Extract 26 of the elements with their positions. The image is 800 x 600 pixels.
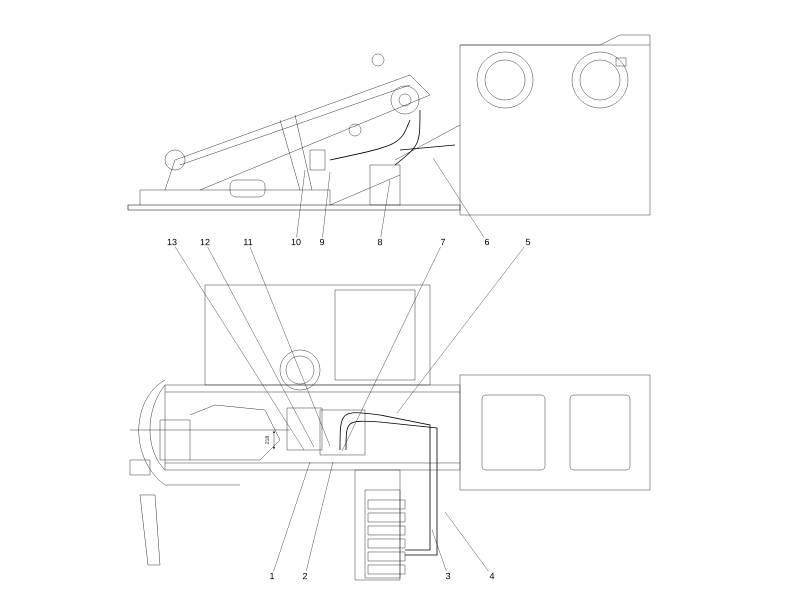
leader-line xyxy=(432,158,484,238)
leader-line xyxy=(306,462,334,572)
callout-number: 7 xyxy=(440,238,446,246)
callout-number: 10 xyxy=(292,238,301,246)
callout-number: 5 xyxy=(526,238,530,246)
callout-number: 12 xyxy=(200,238,210,246)
callout-number: 4 xyxy=(490,572,494,580)
callout-number: 11 xyxy=(244,238,252,246)
leader-line xyxy=(174,246,304,450)
leader-line xyxy=(250,246,330,446)
leader-line xyxy=(296,170,306,238)
leader-line xyxy=(207,246,314,448)
leader-line xyxy=(380,180,390,238)
callout-number: 8 xyxy=(378,238,382,246)
leader-line xyxy=(322,172,330,238)
leader-line xyxy=(396,246,524,414)
leader-line xyxy=(432,530,446,572)
callout-number: 13 xyxy=(168,238,177,246)
callout-number: 1 xyxy=(270,572,274,580)
callout-number: 3 xyxy=(446,572,450,580)
leader-line xyxy=(342,246,441,452)
callout-number: 9 xyxy=(320,238,324,246)
leader-line xyxy=(444,512,489,572)
leader-line xyxy=(273,462,310,572)
callout-number: 2 xyxy=(302,572,308,580)
callout-number: 6 xyxy=(484,238,490,246)
